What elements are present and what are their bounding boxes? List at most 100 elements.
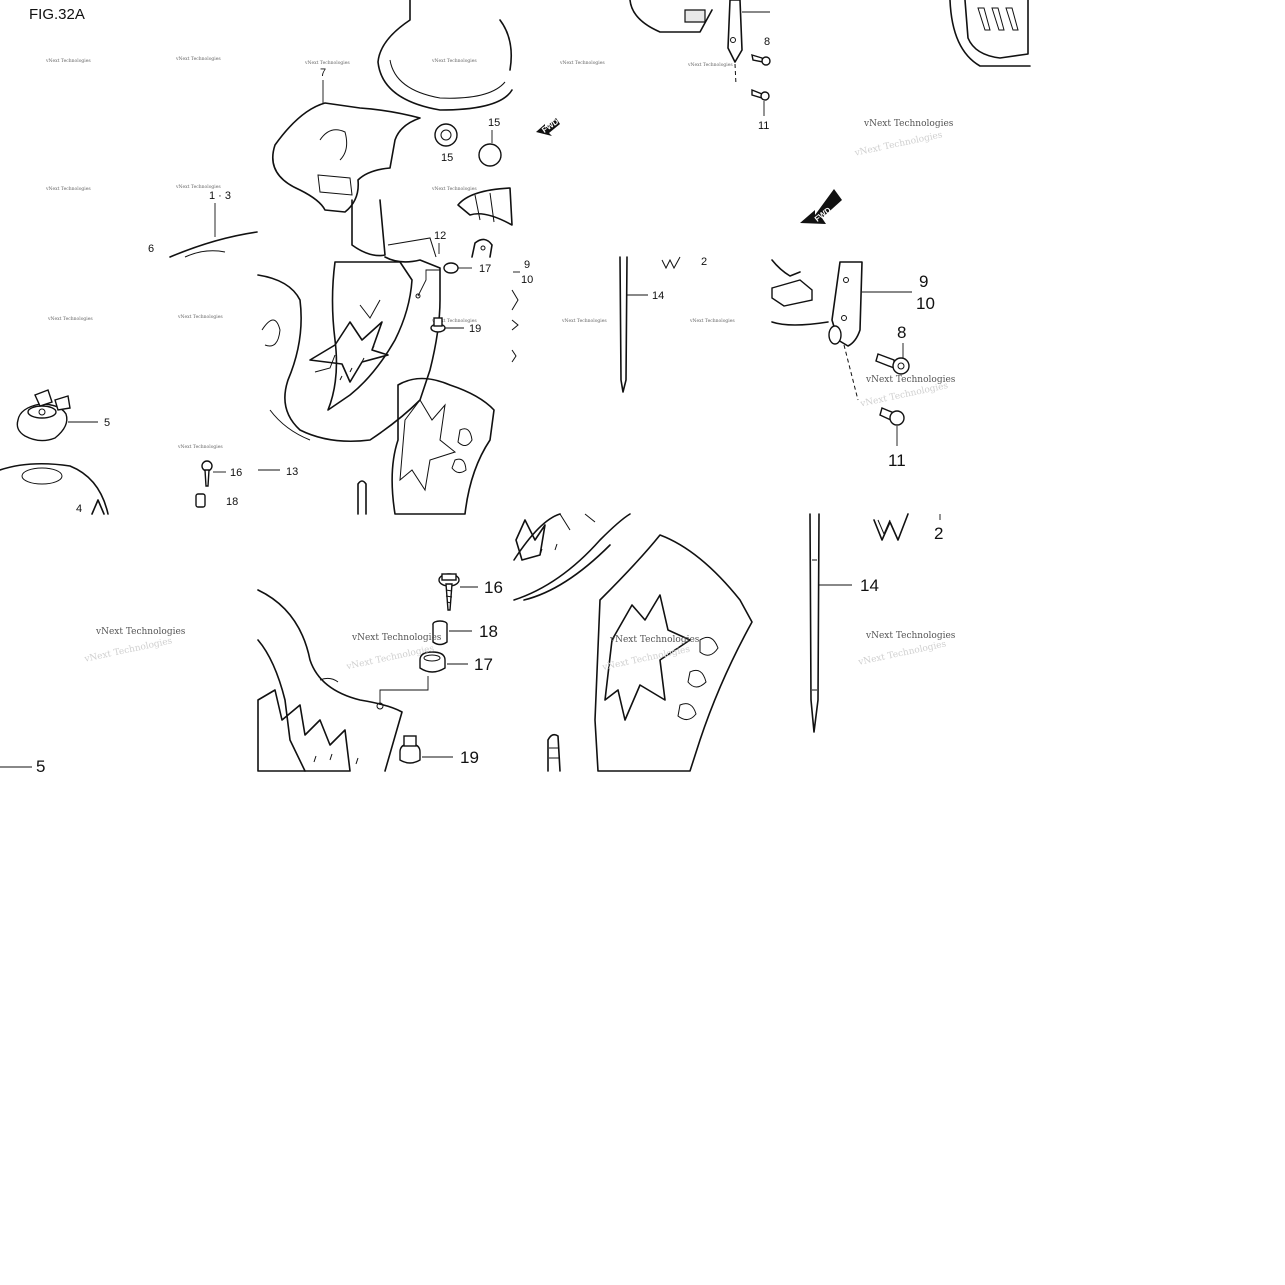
- tank-decal: [91, 499, 105, 515]
- leader-line: [379, 676, 429, 705]
- watermark: vNext Technologies: [689, 318, 735, 324]
- side-cover-detail: [319, 677, 339, 683]
- callout-9: 9: [919, 272, 928, 291]
- callout-17: 17: [474, 655, 493, 674]
- watermark: vNext Technologies: [45, 58, 91, 64]
- callout-7: 7: [320, 67, 326, 79]
- watermark: vNext Technologies: [177, 314, 223, 320]
- decal-lettering: [559, 513, 596, 531]
- bolt-11: [879, 407, 905, 426]
- decal-lettering: [515, 519, 546, 561]
- cable-tie-ribs: [549, 747, 559, 759]
- watermark: vNext Technologies: [177, 444, 223, 450]
- windscreen-inner: [389, 59, 506, 99]
- bolt-11: [751, 88, 770, 101]
- callout-18: 18: [479, 622, 498, 641]
- svg-text:FWD: FWD: [540, 117, 560, 135]
- watermark: vNext Technologies: [687, 62, 733, 68]
- cable-tie: [357, 480, 367, 515]
- panel-outline: [949, 0, 1031, 67]
- grommet-17: [419, 651, 446, 673]
- callout-8: 8: [764, 36, 770, 48]
- mounting-bracket: [727, 0, 743, 63]
- decal-marks: [539, 543, 558, 556]
- windscreen-edge: [499, 19, 513, 71]
- cable-tie: [547, 733, 561, 772]
- decal-panel: [327, 261, 413, 411]
- decal-curve: [513, 513, 631, 601]
- assembly-line: [734, 63, 737, 86]
- watermark: vNext Technologies: [431, 58, 477, 64]
- decal-sheet: [594, 534, 753, 772]
- decal-lettering: [677, 636, 719, 720]
- fuel-tank-outline: [184, 250, 226, 258]
- bracket-hole: [841, 315, 847, 321]
- tank-filler-ring: [21, 467, 63, 485]
- decal-lettering: [399, 399, 457, 492]
- decal-sheet: [391, 377, 495, 515]
- watermark: vNext Technologies: [863, 119, 954, 129]
- watermark-shadow: vNext Technologies: [601, 645, 692, 674]
- decal-lettering: [451, 428, 473, 474]
- cowl-lower: [387, 237, 437, 258]
- callout-16: 16: [230, 467, 242, 479]
- watermark-shadow: vNext Technologies: [857, 639, 948, 668]
- bracket-hole: [843, 277, 849, 283]
- watermark: vNext Technologies: [559, 60, 605, 66]
- decal-panel: [513, 513, 561, 561]
- callout-15: 15: [488, 117, 500, 129]
- callout-2: 2: [934, 524, 943, 543]
- decal-marks: [313, 753, 359, 765]
- callout-8: 8: [897, 323, 906, 342]
- front-cowl-part-7: [272, 102, 421, 213]
- watermark: vNext Technologies: [865, 375, 956, 385]
- rod-14: [809, 513, 820, 733]
- fuel-tank-outline: [169, 231, 258, 258]
- callout-13: 13: [286, 466, 298, 478]
- callout-15: 15: [441, 152, 453, 164]
- rubber-grommet-15: [434, 123, 458, 147]
- fwd-arrow-icon: FWD: [536, 117, 560, 136]
- watermark: vNext Technologies: [175, 184, 221, 190]
- callout-14: 14: [860, 576, 879, 595]
- callout-18: 18: [226, 496, 238, 508]
- decal-marks: [339, 345, 375, 381]
- callout-5: 5: [104, 417, 110, 429]
- cowl-cutout: [317, 174, 353, 196]
- side-cover-outline: [257, 256, 441, 443]
- callout-9: 9: [524, 259, 530, 271]
- decal-lettering: [604, 594, 691, 721]
- emblem-decal-2: [661, 256, 681, 270]
- watermark: vNext Technologies: [45, 186, 91, 192]
- panel-outline: [771, 259, 801, 277]
- panel-outline: [629, 0, 713, 33]
- nut-19: [399, 735, 421, 764]
- mount-hole: [376, 702, 384, 710]
- watermark: vNext Technologies: [865, 631, 956, 641]
- callout-12: 12: [434, 230, 446, 242]
- callout-10: 10: [916, 294, 935, 313]
- rubber-grommet-15: [440, 129, 452, 141]
- callout-10: 10: [521, 274, 533, 286]
- callout-2: 2: [701, 256, 707, 268]
- watermark: vNext Technologies: [431, 186, 477, 192]
- vent-slots: [977, 7, 1019, 31]
- cowl-lower: [351, 199, 386, 257]
- watermark-shadow: vNext Technologies: [83, 636, 174, 665]
- watermark: vNext Technologies: [351, 633, 442, 643]
- side-cover-detail: [269, 409, 311, 441]
- watermark: vNext Technologies: [609, 635, 700, 645]
- callout-16: 16: [484, 578, 503, 597]
- leader-line: [417, 269, 440, 297]
- decal-curve: [523, 544, 611, 601]
- callout-5: 5: [36, 757, 45, 776]
- rubber-grommet-15: [478, 143, 502, 167]
- cushion-part: [457, 187, 513, 226]
- bracket-9-10: [831, 261, 863, 347]
- cowl-cutout: [319, 129, 348, 161]
- callout-1-3: 1 · 3: [209, 190, 231, 202]
- emblem-decal-2: [877, 519, 891, 536]
- bracket-hole: [730, 37, 736, 43]
